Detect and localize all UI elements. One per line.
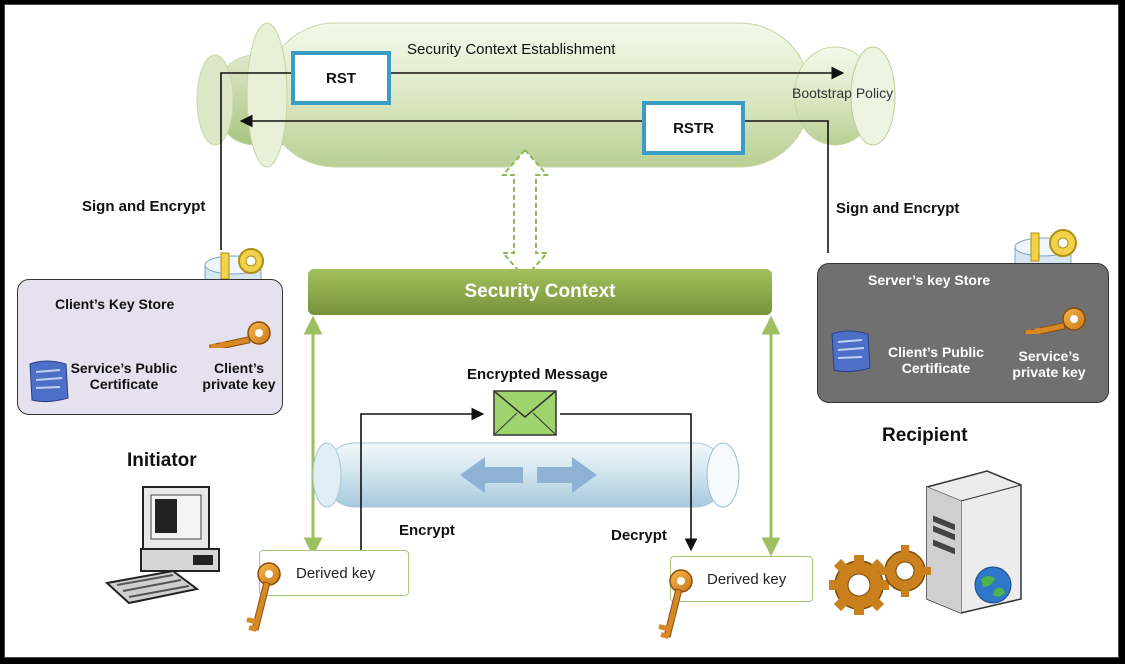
security-context-bar: Security Context — [308, 269, 772, 315]
diagram-graphics — [196, 22, 1077, 560]
context-link-arrow — [500, 148, 550, 280]
rstr-box: RSTR — [642, 101, 745, 155]
initiator-label: Initiator — [127, 450, 197, 471]
server-key-label: Service’s private key — [1012, 348, 1086, 381]
left-context-arrow — [303, 315, 323, 557]
server-cert-label: Client’s Public Certificate — [888, 344, 984, 377]
certificate-icon — [828, 328, 874, 376]
key-icon — [203, 320, 273, 348]
message-channel-tube — [312, 442, 740, 508]
key-icon — [1018, 306, 1088, 334]
server-key-store: Server’s key Store Client’s Public Certi… — [817, 263, 1109, 403]
key-icon — [657, 567, 697, 643]
rstr-label: RSTR — [673, 119, 714, 137]
left-flow-arrow-icon — [460, 457, 523, 493]
client-key-label: Client’s private key — [202, 360, 276, 393]
diagram-canvas: RST RSTR Security Context Establishment … — [4, 4, 1119, 658]
right-context-arrow — [761, 315, 781, 557]
certificate-icon — [26, 358, 72, 406]
derived-key-right-label: Derived key — [707, 570, 787, 588]
security-channel-tube — [246, 22, 896, 168]
security-context-label: Security Context — [464, 281, 616, 302]
encrypted-message-label: Encrypted Message — [467, 366, 608, 383]
decrypt-label: Decrypt — [611, 527, 667, 544]
rst-box: RST — [291, 51, 391, 105]
server-store-title: Server’s key Store — [868, 272, 991, 288]
channel-title: Security Context Establishment — [407, 41, 616, 58]
key-icon — [245, 560, 285, 636]
encrypt-label: Encrypt — [399, 522, 455, 539]
client-store-title: Client’s Key Store — [55, 296, 175, 312]
derived-key-right: Derived key — [670, 556, 813, 602]
client-cert-label: Service’s Public Certificate — [70, 360, 178, 393]
derived-key-left: Derived key — [259, 550, 409, 596]
derived-key-left-label: Derived key — [296, 564, 376, 582]
bootstrap-policy-label: Bootstrap Policy — [792, 85, 894, 101]
right-sign-label: Sign and Encrypt — [836, 200, 960, 217]
recipient-label: Recipient — [882, 425, 968, 446]
globe-icon — [973, 565, 1013, 605]
right-flow-arrow-icon — [537, 457, 597, 493]
rst-label: RST — [326, 69, 356, 87]
envelope-icon — [493, 390, 557, 436]
gears-icon — [823, 541, 935, 617]
computer-icon — [103, 483, 223, 609]
left-sign-label: Sign and Encrypt — [82, 198, 206, 215]
client-key-store: Client’s Key Store Service’s Public Cert… — [17, 279, 283, 415]
